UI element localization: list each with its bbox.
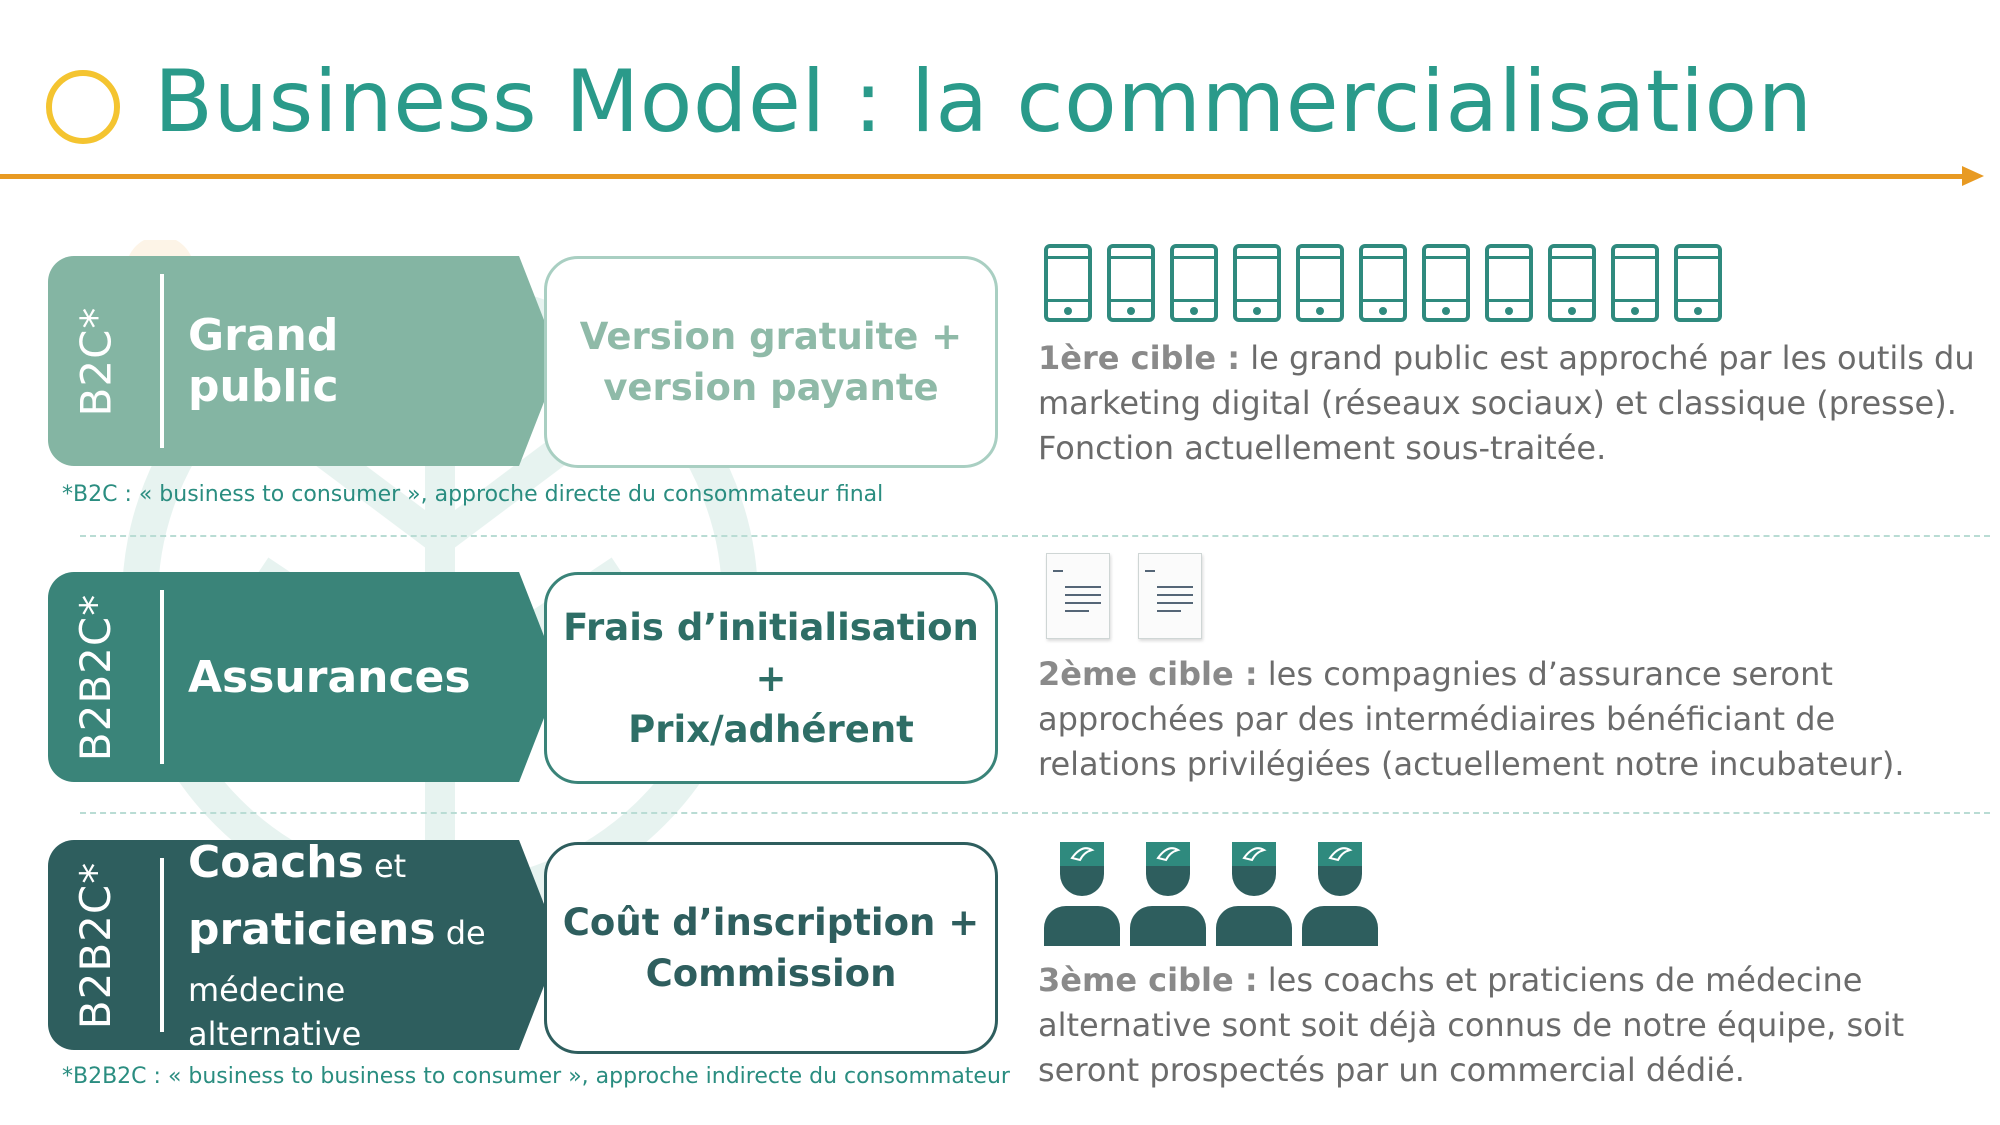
b2c-footnote: *B2C : « business to consumer », approch… (62, 482, 884, 507)
separator-2 (80, 812, 1990, 814)
phones-row (1044, 244, 1722, 322)
people-row (1044, 842, 1378, 946)
title-circle-icon (46, 70, 120, 144)
smartphone-icon (1674, 244, 1722, 322)
segment-tag: B2C* (71, 306, 121, 416)
segment-tag: B2B2C* (71, 593, 121, 761)
smartphone-icon (1107, 244, 1155, 322)
target-3-description: 3ème cible : les coachs et praticiens de… (1038, 961, 1905, 1089)
smartphone-icon (1485, 244, 1533, 322)
smartphone-icon (1296, 244, 1344, 322)
practitioner-person-icon (1216, 842, 1292, 946)
practitioner-person-icon (1044, 842, 1120, 946)
smartphone-icon (1422, 244, 1470, 322)
segment-b2c-chevron: B2C* Grand public (48, 256, 560, 466)
smartphone-icon (1548, 244, 1596, 322)
segment-label: Grand public (188, 310, 339, 412)
segment-b2b2c-assurances-chevron: B2B2C* Assurances (48, 572, 560, 782)
segment-b2b2c-coachs-chevron: B2B2C* Coachs et praticiens de médecine … (48, 840, 560, 1050)
practitioner-person-icon (1130, 842, 1206, 946)
pricing-box-b2c: Version gratuite +version payante (544, 256, 998, 468)
contract-document-icon (1046, 553, 1110, 639)
smartphone-icon (1611, 244, 1659, 322)
smartphone-icon (1170, 244, 1218, 322)
smartphone-icon (1233, 244, 1281, 322)
target-1-description: 1ère cible : le grand public est approch… (1038, 339, 1975, 467)
segment-label: Assurances (188, 651, 471, 703)
b2b2c-footnote: *B2B2C : « business to business to consu… (62, 1064, 1010, 1089)
pricing-box-coachs: Coût d’inscription +Commission (544, 842, 998, 1054)
arrow-head-icon (1962, 166, 1984, 186)
header-arrow-line (0, 174, 1968, 179)
segment-tag: B2B2C* (71, 861, 121, 1029)
pricing-box-assurances: Frais d’initialisation +Prix/adhérent (544, 572, 998, 784)
separator-1 (80, 535, 1990, 537)
practitioner-person-icon (1302, 842, 1378, 946)
smartphone-icon (1359, 244, 1407, 322)
contract-document-icon (1138, 553, 1202, 639)
target-2-description: 2ème cible : les compagnies d’assurance … (1038, 655, 1905, 783)
smartphone-icon (1044, 244, 1092, 322)
page-title: Business Model : la commercialisation (154, 52, 1813, 152)
